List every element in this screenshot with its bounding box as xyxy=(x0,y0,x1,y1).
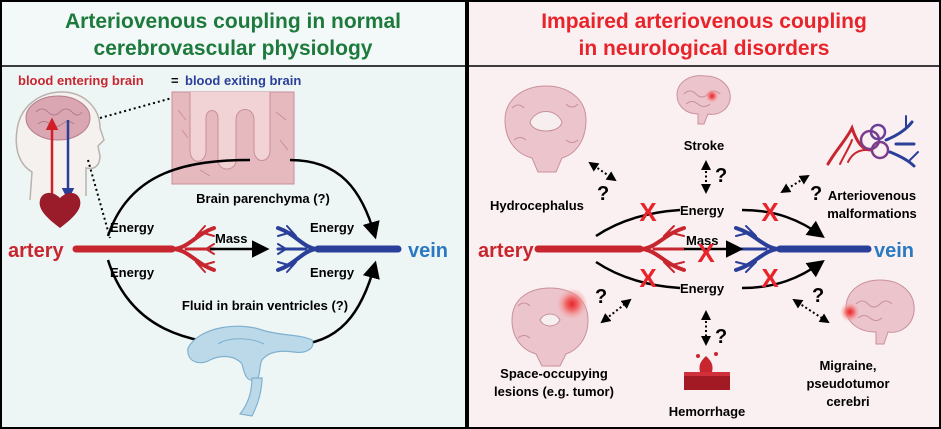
migraine-label-line1: Migraine, xyxy=(819,358,876,373)
energy-arc-r2-right xyxy=(741,259,825,290)
hemorrhage-icon xyxy=(684,352,730,390)
lesion-brain-icon xyxy=(511,287,589,367)
blood-exiting-label: blood exiting brain xyxy=(185,73,301,88)
left-title-line1: Arteriovenous coupling in normal xyxy=(65,10,401,33)
avm-label-line1: Arteriovenous xyxy=(828,188,916,203)
energy-arc-r1-right xyxy=(741,208,825,239)
hemorrhage-question: ? xyxy=(715,326,727,348)
cross-mark-2: X xyxy=(761,197,779,227)
brain-ventricle-icon xyxy=(187,325,314,417)
avm-question: ? xyxy=(810,183,822,205)
hydrocephalus-label: Hydrocephalus xyxy=(490,198,584,213)
energy-label-left-1: Energy xyxy=(110,220,155,235)
left-title-line2: cerebrovascular physiology xyxy=(94,37,373,60)
migraine-label-line2: pseudotumor xyxy=(806,376,889,391)
cross-mark-5: X xyxy=(761,263,779,293)
migraine-question: ? xyxy=(812,285,824,307)
hydrocephalus-brain-icon xyxy=(504,85,587,173)
energy-arc-r1-left xyxy=(595,208,681,238)
energy-arc-top-right xyxy=(289,158,380,240)
hemorrhage-label: Hemorrhage xyxy=(669,404,746,419)
hydrocephalus-dotted-arrow xyxy=(588,161,617,182)
zoom-line-bottom xyxy=(87,159,111,239)
equals-sign: = xyxy=(171,73,179,88)
vein-label-left: vein xyxy=(408,240,448,262)
fluid-ventricles-label: Fluid in brain ventricles (?) xyxy=(182,298,348,313)
energy-label-right-bottom: Energy xyxy=(680,281,725,296)
blood-entering-label: blood entering brain xyxy=(18,73,144,88)
hydrocephalus-question: ? xyxy=(597,183,609,205)
energy-label-left-2: Energy xyxy=(110,265,155,280)
lesion-question: ? xyxy=(595,286,607,308)
mass-label-left: Mass xyxy=(215,231,248,246)
brain-parenchyma-icon xyxy=(171,91,295,185)
heart-icon xyxy=(39,192,81,228)
stroke-question: ? xyxy=(715,165,727,187)
energy-label-right-top: Energy xyxy=(680,203,725,218)
space-occupying-label-line2: lesions (e.g. tumor) xyxy=(494,384,614,399)
artery-label-left: artery xyxy=(8,240,64,262)
energy-label-left-3: Energy xyxy=(310,220,355,235)
energy-arc-top-left xyxy=(106,158,251,237)
artery-label-right: artery xyxy=(478,240,534,262)
vein-vessel-left xyxy=(276,225,402,273)
right-title-line1: Impaired arteriovenous coupling xyxy=(541,10,867,33)
migraine-brain-icon xyxy=(840,279,915,345)
avm-label-line2: malformations xyxy=(827,206,917,221)
brain-parenchyma-label: Brain parenchyma (?) xyxy=(196,191,330,206)
energy-label-left-4: Energy xyxy=(310,265,355,280)
migraine-label-line3: cerebri xyxy=(826,394,869,409)
space-occupying-label-line1: Space-occupying xyxy=(500,366,608,381)
cross-mark-3: X xyxy=(697,238,715,268)
energy-arc-r2-left xyxy=(595,260,681,290)
stroke-label: Stroke xyxy=(684,138,724,153)
artery-vessel-right xyxy=(534,225,686,273)
avm-dotted-arrow xyxy=(780,174,810,194)
right-title-line2: in neurological disorders xyxy=(579,37,830,60)
artery-vessel-left xyxy=(72,225,216,273)
cross-mark-1: X xyxy=(639,197,657,227)
cross-mark-4: X xyxy=(639,263,657,293)
lesion-dotted-arrow xyxy=(600,298,632,324)
mass-label-right: Mass xyxy=(686,233,719,248)
stroke-brain-icon xyxy=(676,75,731,125)
vein-label-right: vein xyxy=(874,240,914,262)
avm-vessel-icon xyxy=(826,115,919,168)
left-title-band xyxy=(2,2,465,65)
